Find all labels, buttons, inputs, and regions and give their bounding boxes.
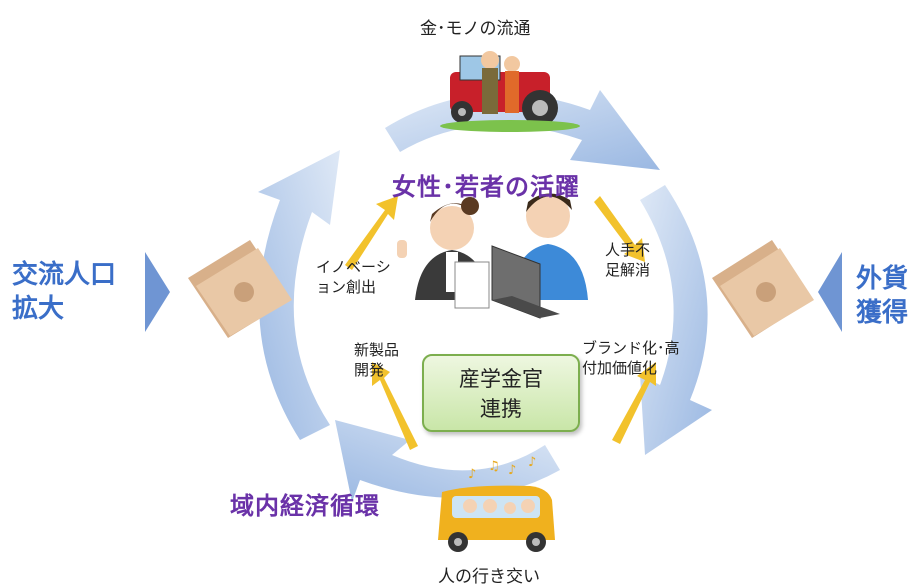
cycle-arrow-left-up [258,150,340,440]
music-notes-icon: ♪ ♫ ♪ ♪ [468,455,536,482]
industry-academia-box: 産学金官 連携 [422,354,580,432]
money-bills-right-icon [712,240,814,338]
svg-text:♫: ♫ [488,459,500,474]
accent-arrow-new-product [372,362,418,450]
labor-shortage-label: 人手不 足解消 [605,241,651,279]
goods-flow-label: 金･モノの流通 [420,19,531,39]
regional-economy-title: 域内経済循環 [230,492,380,520]
family-car-icon [438,485,555,552]
branding-label: ブランド化･高 付加価値化 [582,339,680,377]
businesswoman-icon [397,197,490,309]
money-bills-left-icon [188,240,292,338]
exchange-population-title: 交流人口 拡大 [12,260,117,324]
tractor-farmers-icon [440,51,580,132]
left-inflow-arrow [145,252,170,332]
new-product-label: 新製品 開発 [354,341,400,379]
svg-text:♪: ♪ [468,467,476,482]
women-youth-title: 女性･若者の活躍 [392,173,580,201]
accent-arrow-innovation [345,196,398,270]
svg-text:♪: ♪ [528,455,536,470]
people-flow-label: 人の行き交い [438,567,540,587]
right-inflow-arrow [818,252,842,332]
accent-arrow-labor [594,196,645,262]
innovation-label: イノベーシ ョン創出 [316,258,391,296]
cycle-arrow-right-down [640,185,712,455]
laptop-man-icon [491,193,588,319]
cycle-arrow-bottom-left [335,420,560,502]
accent-arrow-brand [612,362,656,444]
svg-text:♪: ♪ [508,463,516,478]
foreign-currency-title: 外貨 獲得 [856,264,909,328]
